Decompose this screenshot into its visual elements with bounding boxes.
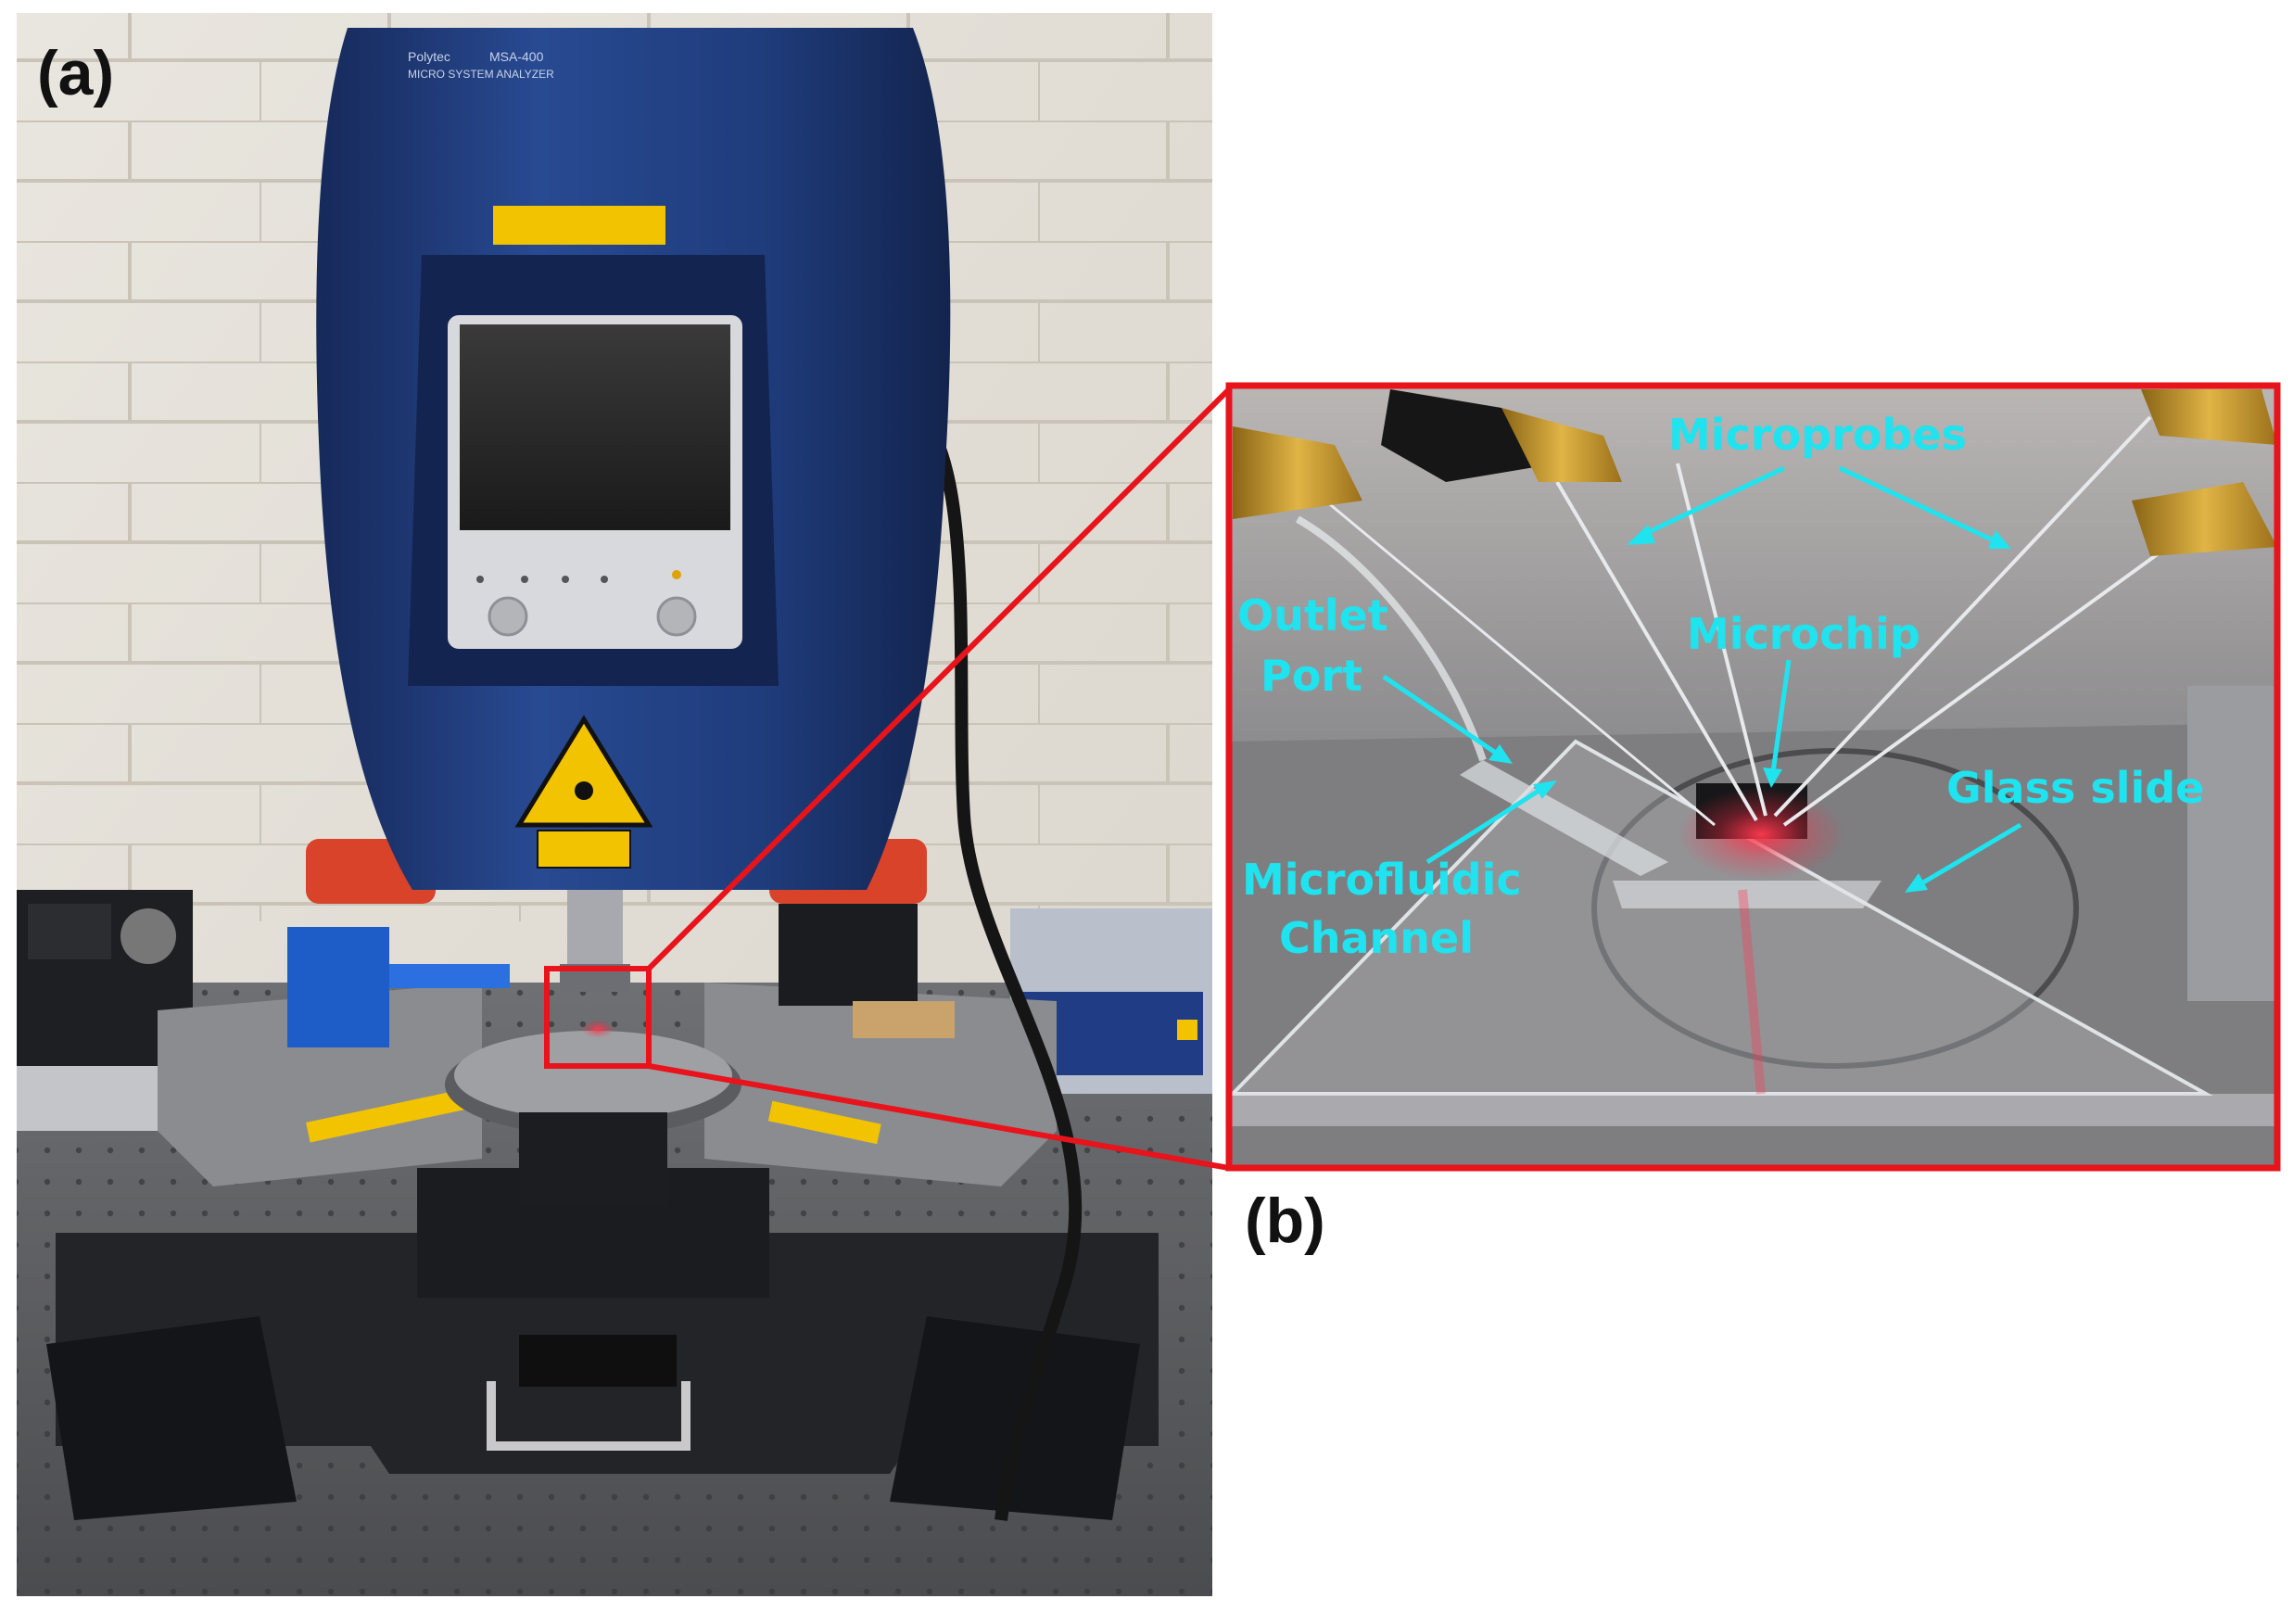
indicator-led	[672, 570, 681, 579]
generator-keypad	[28, 904, 111, 959]
label-microprobes: Microprobes	[1668, 410, 1967, 460]
arrow-head	[1763, 768, 1782, 788]
probe-holder-tip	[2132, 482, 2277, 556]
photo-panel-a: Polytec MSA-400 MICRO SYSTEM ANALYZER	[17, 13, 1212, 1596]
right-warning-strip	[767, 1100, 881, 1145]
laser-reflection	[1738, 889, 1766, 1095]
stage-handle	[487, 1381, 690, 1451]
probe-needle	[1555, 480, 1758, 822]
zoom-connector-bottom	[648, 1063, 1230, 1171]
probe-needle	[1782, 517, 2208, 827]
probe-holder-grip	[1381, 389, 1557, 482]
probe-holder-tip	[2141, 389, 2277, 445]
panel-label-a: (a)	[37, 38, 114, 108]
right-manipulator-block	[853, 1001, 955, 1038]
left-manipulator	[287, 927, 389, 1047]
laser-warning-icon	[514, 715, 653, 828]
indicator-led	[601, 576, 608, 583]
chuck-column	[519, 1112, 667, 1205]
glass-slide-shape	[1613, 881, 1881, 908]
laser-warning-label	[537, 830, 631, 869]
glass-slide-arrow	[1917, 822, 2022, 888]
annotation-arrows	[1382, 465, 2022, 893]
laser-warning-symbol	[575, 781, 593, 800]
microprobes-arrow-left	[1639, 465, 1786, 539]
arrow-head	[1627, 525, 1655, 545]
right-probe-platform	[704, 983, 1057, 1186]
brand-text: Polytec	[408, 49, 450, 64]
display-screen	[460, 324, 730, 530]
label-outlet-port-line1: Outlet	[1237, 590, 1388, 641]
arrow-head	[1988, 530, 2011, 549]
left-foot	[46, 1316, 297, 1520]
instrument-cable	[888, 392, 1083, 1521]
side-cylinder	[2187, 686, 2277, 1001]
right-manipulator	[779, 904, 918, 1006]
probe-holder-tip	[1233, 426, 1362, 519]
left-probe-platform	[158, 983, 482, 1186]
laser-spot	[581, 1020, 614, 1038]
controller-button	[1177, 1020, 1197, 1040]
label-outlet-port-line2: Port	[1261, 651, 1362, 701]
zoom-chuck-surface	[1229, 723, 2277, 1168]
arrow-head	[1489, 744, 1513, 764]
indicator-led	[521, 576, 528, 583]
right-foot	[890, 1316, 1140, 1520]
zoom-connector-top	[646, 387, 1232, 971]
microfluidic-arrow	[1425, 785, 1545, 865]
arrow-head	[1905, 873, 1928, 893]
probe-needle	[1773, 415, 2152, 818]
subtitle-text: MICRO SYSTEM ANALYZER	[408, 68, 554, 81]
model-text: MSA-400	[489, 49, 544, 64]
indicator-led	[476, 576, 484, 583]
outlet-port-arrow	[1382, 674, 1501, 758]
label-glass-slide: Glass slide	[1946, 763, 2204, 813]
plate-edge	[1229, 1094, 2277, 1126]
stage-label	[519, 1335, 677, 1387]
panel-label-b: (b)	[1245, 1186, 1325, 1256]
zoom-source-box	[544, 966, 652, 1069]
label-microfluidic-line1: Microfluidic	[1242, 855, 1522, 905]
generator-knob	[120, 908, 176, 964]
indicator-led	[562, 576, 569, 583]
microprobes-arrow-right	[1838, 465, 1999, 545]
label-microchip: Microchip	[1687, 609, 1920, 659]
probe-needle	[1324, 499, 1716, 827]
outlet-tubing	[1296, 515, 1487, 762]
zoom-frame	[1225, 382, 2281, 1172]
left-warning-strip	[306, 1084, 492, 1143]
microchip-arrow	[1770, 659, 1792, 773]
photo-panel-b	[1225, 382, 2281, 1172]
right-control-knob	[656, 596, 697, 637]
left-manipulator-arm	[389, 964, 510, 988]
left-control-knob	[488, 596, 528, 637]
label-microfluidic-line2: Channel	[1279, 913, 1474, 963]
arrow-head	[1533, 780, 1557, 799]
probe-needle	[1676, 463, 1767, 817]
top-warning-label	[493, 206, 665, 245]
microfluidic-channel-shape	[1460, 760, 1668, 876]
probe-holder-tip	[1501, 408, 1622, 482]
chuck-top	[454, 1031, 732, 1120]
